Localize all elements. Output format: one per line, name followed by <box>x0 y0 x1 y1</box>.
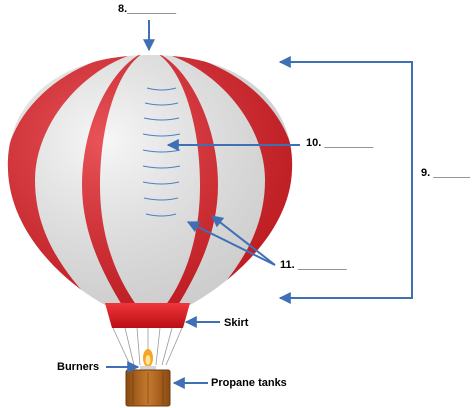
arrow-11a <box>186 221 276 266</box>
label-9: 9. ______ <box>421 167 470 179</box>
balloon-envelope <box>7 55 293 305</box>
label-arrows <box>106 20 413 389</box>
basket <box>125 369 171 407</box>
label-10: 10. ________ <box>306 137 374 149</box>
label-propane-tanks: Propane tanks <box>211 377 287 389</box>
parachute-vent-lines <box>142 87 181 217</box>
arrow-11b <box>211 215 276 266</box>
label-8: 8.________ <box>118 3 177 15</box>
bracket-9 <box>282 61 413 299</box>
label-skirt: Skirt <box>224 317 249 329</box>
label-11: 11. ________ <box>280 259 347 271</box>
skirt <box>105 303 190 328</box>
burner-flame <box>140 349 156 370</box>
label-burners: Burners <box>57 361 100 373</box>
